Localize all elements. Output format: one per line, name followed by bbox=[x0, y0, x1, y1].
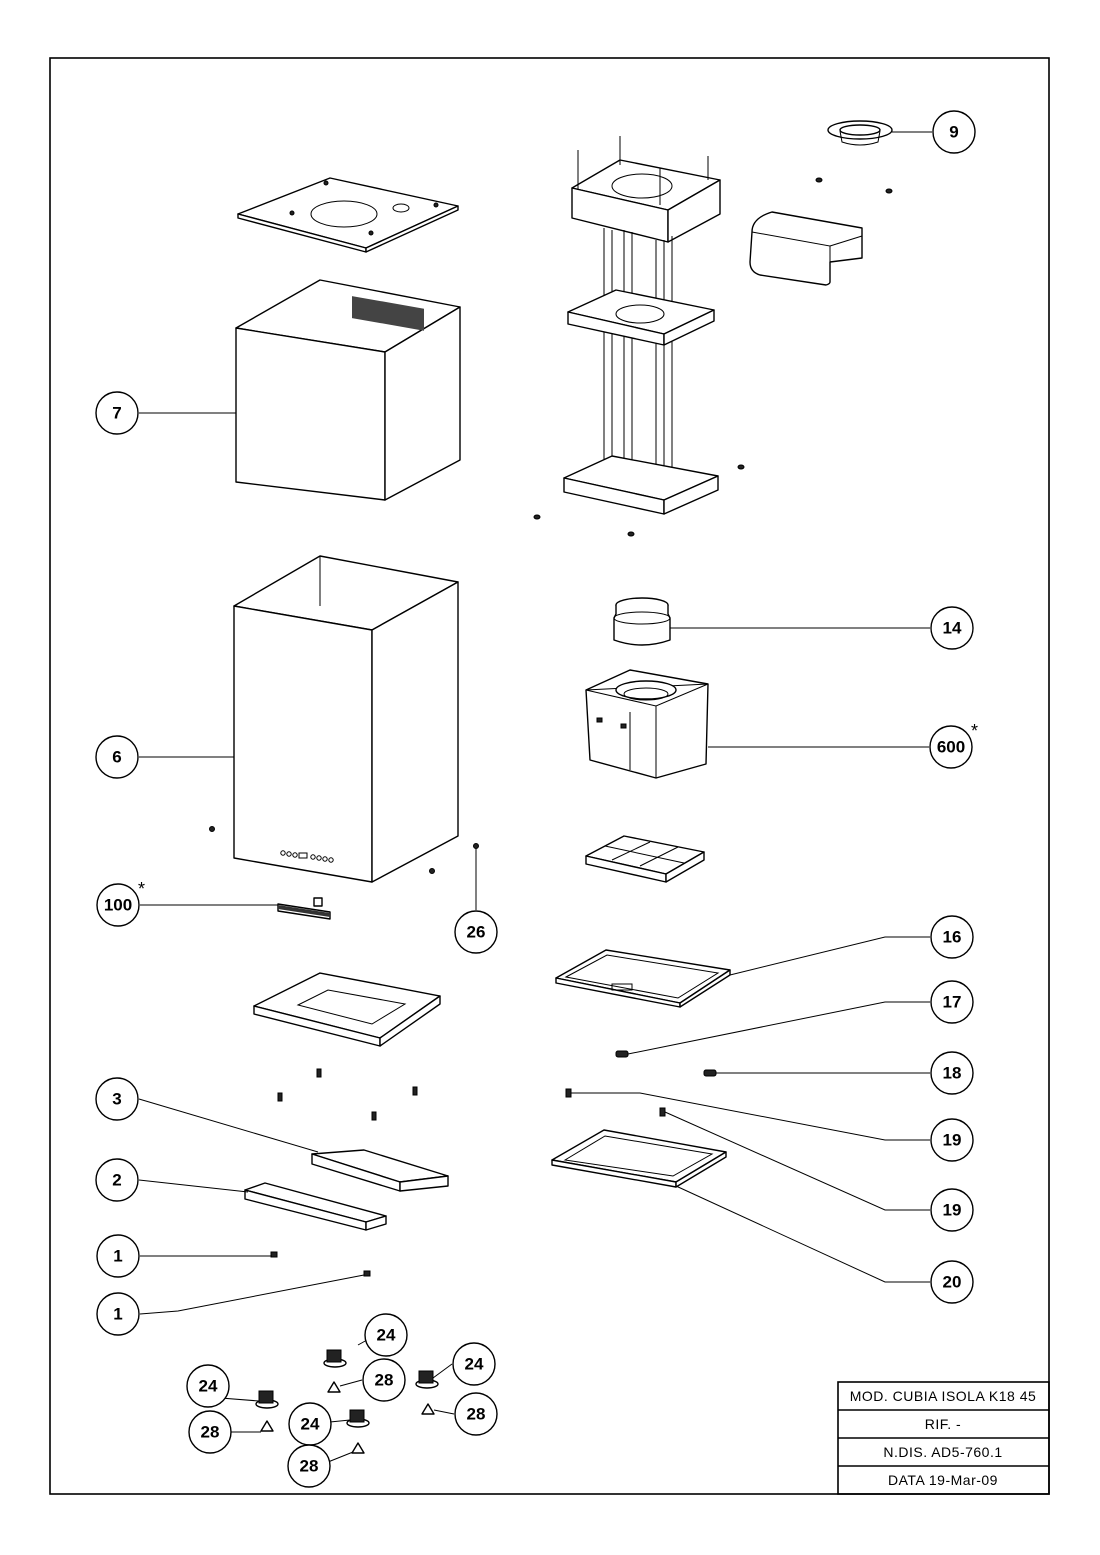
frame-nuts bbox=[533, 177, 893, 537]
callout-c24c: 24 bbox=[452, 1342, 496, 1386]
callout-c17: 17 bbox=[930, 980, 974, 1024]
callout-label: 100 bbox=[104, 896, 132, 915]
callout-c28a: 28 bbox=[362, 1358, 406, 1402]
title-date: DATA 19-Mar-09 bbox=[888, 1472, 998, 1488]
callout-c100: 100 * bbox=[96, 879, 145, 927]
bracket-3 bbox=[311, 1149, 449, 1192]
callout-label: 9 bbox=[949, 123, 958, 142]
screws bbox=[277, 1068, 418, 1121]
callout-c28c: 28 bbox=[454, 1392, 498, 1436]
duct-reducer bbox=[613, 597, 671, 646]
control-buttons bbox=[280, 850, 334, 863]
leader-lines bbox=[138, 131, 932, 1467]
callout-c16: 16 bbox=[930, 915, 974, 959]
callout-c14: 14 bbox=[930, 606, 974, 650]
callout-c7: 7 bbox=[95, 391, 139, 435]
callout-label: 28 bbox=[201, 1423, 220, 1442]
callout-label: 18 bbox=[943, 1064, 962, 1083]
callout-label: 26 bbox=[467, 923, 486, 942]
callout-label: 28 bbox=[300, 1457, 319, 1476]
callout-label: 19 bbox=[943, 1131, 962, 1150]
lower-chimney-cover bbox=[233, 555, 459, 883]
grease-filter bbox=[555, 949, 731, 1008]
bracket-2 bbox=[244, 1182, 387, 1231]
callout-bubbles: 9 7 14 600 * 6 100 * 26 16 17 18 3 19 19 2 20 1 1 24 24 24 24 2… bbox=[95, 110, 978, 1488]
base-frame bbox=[253, 972, 441, 1047]
callout-label: 1 bbox=[113, 1305, 122, 1324]
callout-label: 28 bbox=[375, 1371, 394, 1390]
callout-label: 1 bbox=[113, 1247, 122, 1266]
callout-c24d: 24 bbox=[288, 1402, 332, 1446]
callout-c1a: 1 bbox=[96, 1234, 140, 1278]
telescopic-frame bbox=[563, 136, 721, 515]
callout-c28d: 28 bbox=[287, 1444, 331, 1488]
callout-label: 20 bbox=[943, 1273, 962, 1292]
callout-c2: 2 bbox=[95, 1158, 139, 1202]
callout-label: 19 bbox=[943, 1201, 962, 1220]
filter-frame bbox=[551, 1129, 727, 1188]
title-block: MOD. CUBIA ISOLA K18 45 RIF. - N.DIS. AD… bbox=[837, 1381, 1050, 1495]
callout-label: 24 bbox=[199, 1377, 218, 1396]
callout-c24b: 24 bbox=[186, 1364, 230, 1408]
support-feet bbox=[255, 1349, 439, 1428]
callout-label: 28 bbox=[467, 1405, 486, 1424]
callout-c20: 20 bbox=[930, 1260, 974, 1304]
ceiling-plate bbox=[237, 177, 459, 253]
motor-unit bbox=[585, 669, 709, 779]
callout-label: 3 bbox=[112, 1090, 121, 1109]
callout-label: 6 bbox=[112, 748, 121, 767]
control-board bbox=[277, 897, 331, 920]
foot-caps bbox=[260, 1381, 435, 1454]
callout-label: 14 bbox=[943, 619, 962, 638]
callout-label: 7 bbox=[112, 404, 121, 423]
callout-c18: 18 bbox=[930, 1051, 974, 1095]
callout-c1b: 1 bbox=[96, 1292, 140, 1336]
callout-c600: 600 * bbox=[929, 721, 978, 769]
callout-label: 16 bbox=[943, 928, 962, 947]
callout-c24a: 24 bbox=[364, 1313, 408, 1357]
flange-ring bbox=[827, 120, 893, 146]
callout-c26: 26 bbox=[454, 910, 498, 954]
callout-c19a: 19 bbox=[930, 1118, 974, 1162]
callout-label: 24 bbox=[301, 1415, 320, 1434]
callout-label: 24 bbox=[465, 1355, 484, 1374]
callout-c3: 3 bbox=[95, 1077, 139, 1121]
small-hardware bbox=[565, 1050, 717, 1117]
air-deflector bbox=[749, 211, 863, 286]
callout-label: 2 bbox=[112, 1171, 121, 1190]
callout-label: 24 bbox=[377, 1326, 396, 1345]
title-model: MOD. CUBIA ISOLA K18 45 bbox=[850, 1388, 1037, 1404]
title-drawing-number: N.DIS. AD5-760.1 bbox=[883, 1444, 1002, 1460]
callout-asterisk: * bbox=[138, 879, 145, 899]
callout-c19b: 19 bbox=[930, 1188, 974, 1232]
upper-chimney-cover bbox=[235, 279, 461, 501]
callout-asterisk: * bbox=[971, 721, 978, 741]
callout-label: 600 bbox=[937, 738, 965, 757]
callout-c9: 9 bbox=[932, 110, 976, 154]
carbon-filter bbox=[585, 835, 705, 883]
drawing-frame bbox=[49, 57, 1050, 1495]
title-reference: RIF. - bbox=[925, 1416, 961, 1432]
callout-c28b: 28 bbox=[188, 1410, 232, 1454]
callout-c6: 6 bbox=[95, 735, 139, 779]
callout-label: 17 bbox=[943, 993, 962, 1012]
